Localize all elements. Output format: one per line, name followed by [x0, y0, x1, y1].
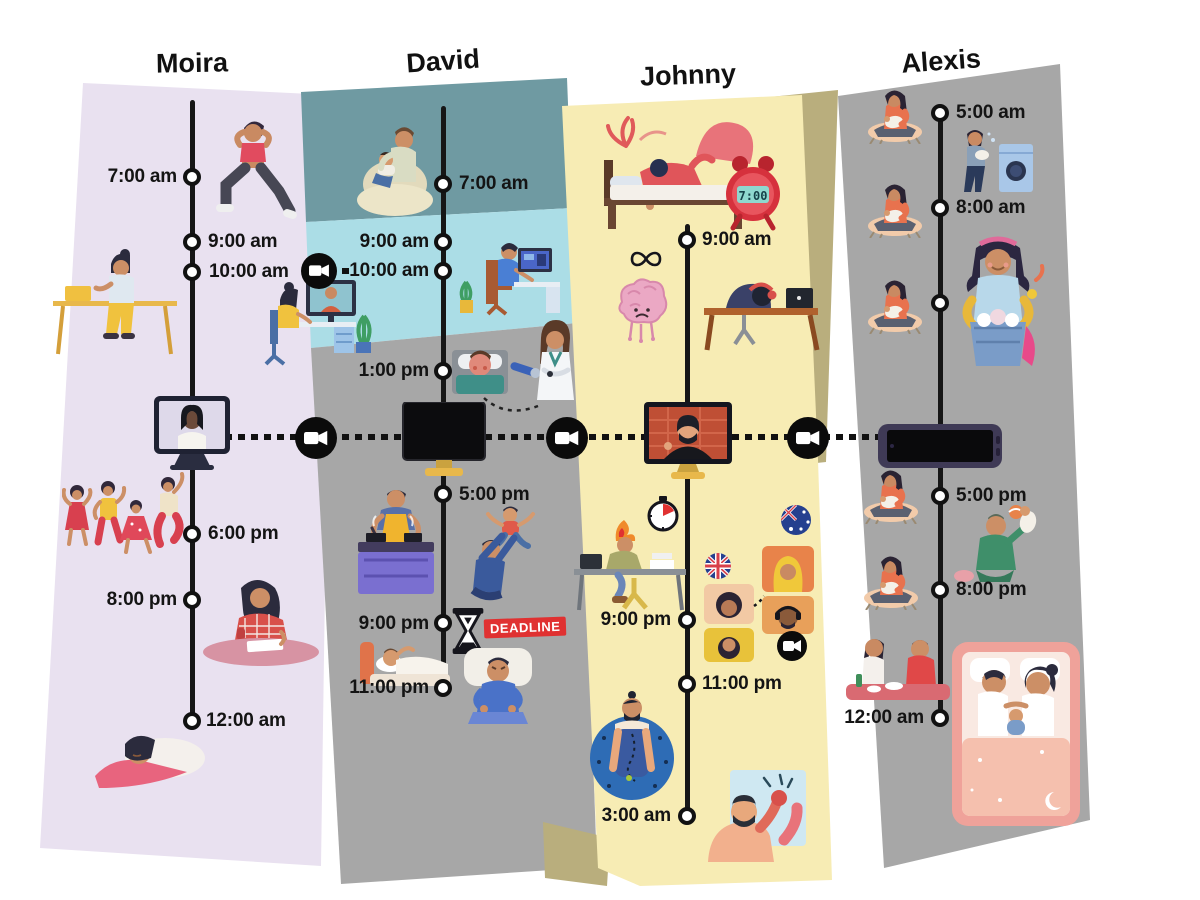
- time-label: 5:00 pm: [459, 484, 530, 505]
- woman-exercising-icon: [216, 121, 297, 219]
- timeline-node: [183, 263, 201, 281]
- timeline-node: [678, 675, 696, 693]
- video-call-desk-icon: [264, 280, 372, 366]
- time-label: 9:00 am: [208, 231, 278, 252]
- timeline-node: [434, 614, 452, 632]
- timeline-node: [931, 199, 949, 217]
- tablet-device: [154, 396, 230, 470]
- time-label: 3:00 am: [601, 805, 672, 826]
- family-dinner-icon: [846, 639, 950, 700]
- timeline-node: [434, 362, 452, 380]
- timeline-node: [434, 679, 452, 697]
- mother-breastfeeding-icon: [868, 280, 922, 334]
- mother-breastfeeding-icon: [864, 556, 918, 610]
- burnout-man-desk-icon: [574, 520, 686, 611]
- time-label: 12:00 am: [844, 707, 924, 728]
- timeline-node: [434, 175, 452, 193]
- timeline-node: [434, 262, 452, 280]
- time-label: 10:00 am: [349, 260, 429, 281]
- father-holding-child-icon: [357, 127, 433, 216]
- timeline-node: [931, 581, 949, 599]
- woman-sleeping-icon: [95, 735, 205, 788]
- time-label: 5:00 am: [956, 102, 1026, 123]
- timeline-node: [434, 233, 452, 251]
- timeline-node: [678, 807, 696, 825]
- woman-writing-icon: [203, 580, 319, 666]
- alarm-clock-time: 7:00: [738, 189, 768, 203]
- time-label: 7:00 am: [107, 166, 178, 187]
- column-name-david: David: [405, 43, 481, 79]
- global-video-call-icon: [704, 505, 814, 662]
- timeline-node: [931, 709, 949, 727]
- johnny-timeline: [685, 224, 690, 818]
- tired-brain-icon: [618, 278, 668, 343]
- time-label: 8:00 am: [956, 197, 1026, 218]
- timeline-node: [183, 525, 201, 543]
- man-oversleeping-alarm-icon: [604, 116, 780, 231]
- time-label: 9:00 pm: [600, 609, 672, 630]
- time-label: 8:00 pm: [106, 589, 178, 610]
- woman-laundry-icon: [964, 130, 1033, 192]
- time-label: 8:00 pm: [956, 579, 1027, 600]
- frustrated-man-icon: [708, 770, 806, 862]
- time-label: 9:00 am: [702, 229, 772, 250]
- time-label: 6:00 pm: [208, 523, 279, 544]
- time-label: 5:00 pm: [956, 485, 1027, 506]
- timeline-node: [183, 233, 201, 251]
- man-clock-insomnia-icon: [590, 691, 674, 800]
- telehealth-consult-icon: [452, 320, 574, 412]
- meeting-dotted-line: [225, 434, 1003, 440]
- parent-playing-baby-icon: [954, 505, 1037, 582]
- mother-multitasking-icon: [962, 236, 1045, 366]
- timeline-node: [931, 294, 949, 312]
- monitor-device: [644, 402, 732, 479]
- man-at-computer-icon: [459, 243, 560, 316]
- time-label: 1:00 pm: [358, 360, 430, 381]
- infinity-icon: [630, 251, 662, 267]
- time-label: 10:00 am: [209, 261, 289, 282]
- mother-breastfeeding-icon: [864, 470, 918, 524]
- time-label: 9:00 pm: [358, 613, 430, 634]
- time-label: 11:00 pm: [702, 673, 782, 694]
- timeline-node: [183, 712, 201, 730]
- video-camera-icon: [301, 253, 337, 289]
- column-name-moira: Moira: [155, 47, 229, 79]
- child-sleeping-bed-icon: [360, 642, 450, 686]
- column-name-johnny: Johnny: [639, 58, 737, 92]
- people-dancing-icon: [62, 472, 185, 554]
- deadline-badge: DEADLINE: [483, 616, 567, 639]
- stopwatch-icon: [647, 496, 679, 532]
- timeline-node: [931, 104, 949, 122]
- video-camera-icon: [546, 417, 588, 459]
- video-camera-icon: [787, 417, 829, 459]
- timeline-node: [678, 231, 696, 249]
- time-label: 12:00 am: [206, 710, 286, 731]
- timeline-node: [931, 487, 949, 505]
- phone-device: [878, 424, 1002, 468]
- family-cosleeping-icon: [952, 642, 1080, 826]
- timeline-node: [183, 591, 201, 609]
- alexis-timeline: [938, 110, 943, 722]
- monitor-device: [402, 402, 486, 476]
- time-label: 7:00 am: [459, 173, 529, 194]
- man-slumped-at-desk-icon: [704, 282, 820, 351]
- time-label: 9:00 am: [359, 231, 430, 252]
- man-playing-with-child-icon: [470, 506, 535, 601]
- timeline-node: [678, 611, 696, 629]
- mother-breastfeeding-icon: [868, 184, 922, 238]
- video-camera-icon: [295, 417, 337, 459]
- time-label: 11:00 pm: [349, 677, 429, 698]
- mother-breastfeeding-icon: [868, 90, 922, 144]
- timeline-node: [434, 485, 452, 503]
- man-awake-in-bed-icon: [464, 648, 532, 724]
- woman-working-desk-icon: [53, 249, 177, 355]
- david-timeline: [441, 106, 446, 690]
- man-cooking-icon: [358, 490, 434, 594]
- timeline-node: [183, 168, 201, 186]
